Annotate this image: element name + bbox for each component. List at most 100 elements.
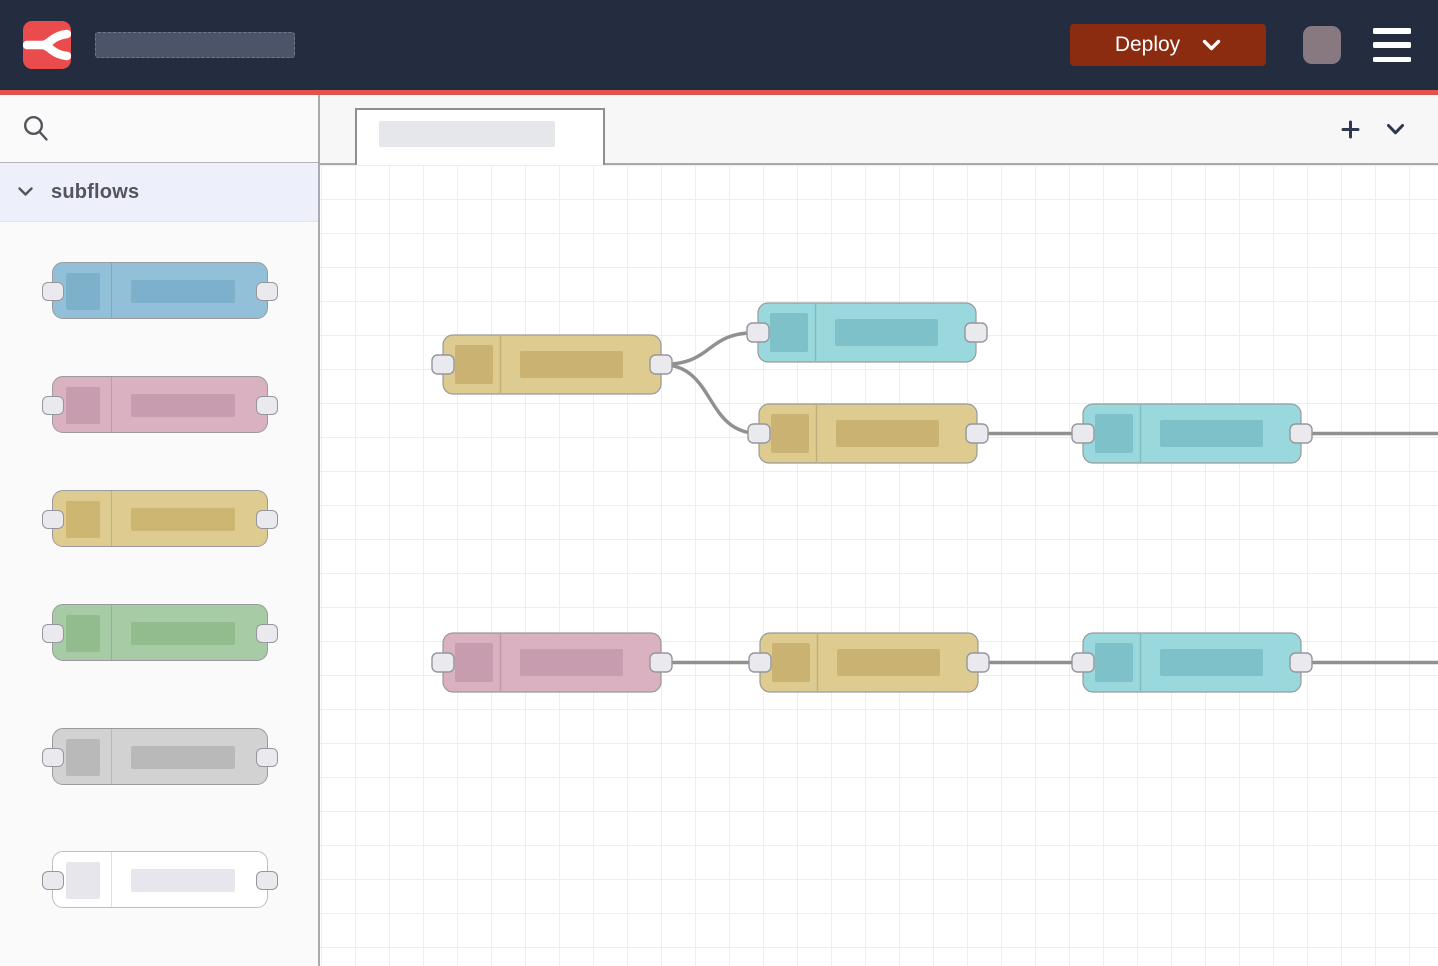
node-port-output[interactable] [256, 748, 278, 767]
node-label-placeholder [1160, 649, 1263, 676]
chevron-down-icon [1202, 39, 1221, 50]
node-label-placeholder [131, 746, 235, 769]
wire[interactable] [659, 330, 760, 367]
hamburger-icon [1373, 28, 1411, 34]
flow-node-cyan[interactable] [746, 302, 988, 363]
palette-sidebar: subflows [0, 95, 320, 966]
tab-strip-actions [1341, 95, 1405, 163]
flow-node-yellow[interactable] [747, 403, 989, 464]
node-red-logo-icon [23, 29, 71, 61]
node-port-output[interactable] [256, 871, 278, 890]
node-icon-placeholder [771, 414, 809, 453]
flow-list-button[interactable] [1386, 123, 1405, 136]
user-avatar[interactable] [1303, 26, 1341, 64]
main-body: subflows [0, 95, 1438, 966]
node-icon-placeholder [1095, 643, 1133, 682]
palette-node-gray[interactable] [42, 728, 278, 785]
node-icon-placeholder [66, 615, 100, 652]
node-port-output[interactable] [256, 396, 278, 415]
node-label-placeholder [131, 280, 235, 303]
node-label-placeholder [520, 351, 623, 378]
flow-node-cyan[interactable] [1071, 632, 1313, 693]
node-label-placeholder [131, 622, 235, 645]
workspace-tab[interactable] [355, 108, 605, 165]
node-icon-placeholder [66, 739, 100, 776]
node-label-placeholder [1160, 420, 1263, 447]
node-port-input[interactable] [746, 322, 770, 343]
node-divider [111, 491, 112, 546]
node-divider [111, 852, 112, 907]
flow-node-pink[interactable] [431, 632, 673, 693]
node-port-input[interactable] [431, 652, 455, 673]
node-icon-placeholder [66, 501, 100, 538]
chevron-down-icon [1387, 123, 1404, 134]
app-logo[interactable] [23, 21, 71, 69]
node-divider [111, 263, 112, 318]
palette-list [0, 222, 318, 966]
node-label-placeholder [131, 869, 235, 892]
tab-title-placeholder [379, 121, 555, 147]
flow-node-yellow[interactable] [748, 632, 990, 693]
node-icon-placeholder [66, 387, 100, 424]
node-label-placeholder [131, 394, 235, 417]
node-port-input[interactable] [42, 396, 64, 415]
node-port-input[interactable] [42, 871, 64, 890]
palette-search[interactable] [0, 95, 318, 163]
node-port-input[interactable] [42, 624, 64, 643]
node-port-input[interactable] [42, 510, 64, 529]
subflows-section-header[interactable]: subflows [0, 163, 318, 222]
search-icon [23, 115, 48, 141]
flow-graph [431, 302, 1438, 693]
flow-node-cyan[interactable] [1071, 403, 1313, 464]
node-port-output[interactable] [964, 322, 988, 343]
node-port-output[interactable] [256, 624, 278, 643]
node-port-output[interactable] [256, 282, 278, 301]
chevron-down-icon [18, 187, 33, 196]
node-label-placeholder [835, 319, 938, 346]
palette-node-pink[interactable] [42, 376, 278, 433]
node-port-output[interactable] [1289, 652, 1313, 673]
node-icon-placeholder [66, 273, 100, 310]
palette-node-green[interactable] [42, 604, 278, 661]
node-icon-placeholder [455, 345, 493, 384]
header-bar: Deploy [0, 0, 1438, 90]
node-label-placeholder [131, 508, 235, 531]
node-port-input[interactable] [1071, 423, 1095, 444]
node-port-input[interactable] [42, 748, 64, 767]
node-port-output[interactable] [649, 652, 673, 673]
flow-workspace[interactable] [320, 165, 1438, 966]
wire[interactable] [659, 362, 761, 436]
node-port-input[interactable] [42, 282, 64, 301]
flow-canvas [320, 95, 1438, 966]
add-flow-button[interactable] [1341, 120, 1360, 139]
workspace-tab-strip [320, 95, 1438, 165]
node-icon-placeholder [66, 862, 100, 899]
node-port-input[interactable] [1071, 652, 1095, 673]
node-label-placeholder [520, 649, 623, 676]
deploy-button[interactable]: Deploy [1070, 24, 1266, 66]
node-divider [111, 605, 112, 660]
plus-icon [1341, 120, 1360, 138]
header-accent-line [0, 90, 1438, 95]
node-port-output[interactable] [649, 354, 673, 375]
node-label-placeholder [836, 420, 939, 447]
node-port-output[interactable] [1289, 423, 1313, 444]
node-port-input[interactable] [748, 652, 772, 673]
node-port-input[interactable] [747, 423, 771, 444]
node-label-placeholder [837, 649, 940, 676]
hamburger-icon [1373, 42, 1411, 48]
flow-node-yellow[interactable] [431, 334, 673, 395]
palette-node-blue[interactable] [42, 262, 278, 319]
node-port-output[interactable] [965, 423, 989, 444]
palette-node-yellow[interactable] [42, 490, 278, 547]
workspace-title-placeholder [95, 32, 295, 58]
node-icon-placeholder [1095, 414, 1133, 453]
node-port-output[interactable] [256, 510, 278, 529]
node-icon-placeholder [455, 643, 493, 682]
main-menu-button[interactable] [1373, 28, 1411, 62]
node-port-input[interactable] [431, 354, 455, 375]
node-port-output[interactable] [966, 652, 990, 673]
palette-node-white[interactable] [42, 851, 278, 908]
node-divider [111, 729, 112, 784]
